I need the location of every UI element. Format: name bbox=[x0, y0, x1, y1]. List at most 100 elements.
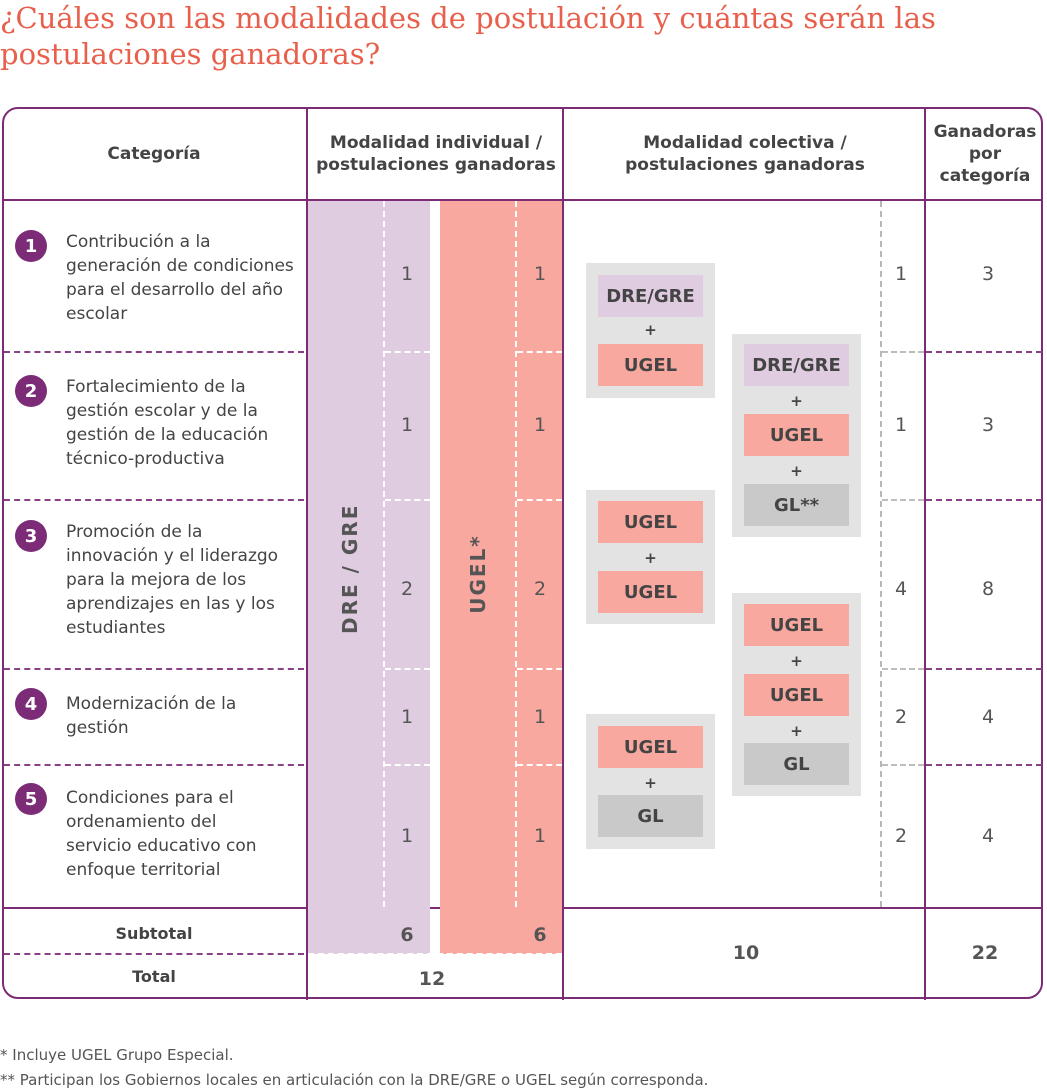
col-divider bbox=[562, 108, 564, 1000]
category-number: 3 bbox=[15, 520, 47, 552]
category-number: 1 bbox=[15, 230, 47, 262]
header-category: Categoría bbox=[107, 144, 201, 164]
category-label: Condiciones para el ordenamiento del ser… bbox=[66, 788, 257, 880]
ugel-column-label: UGEL* bbox=[466, 534, 490, 614]
subtotal-total-divider bbox=[308, 953, 562, 955]
dre-count: 1 bbox=[400, 263, 414, 285]
ugel-subtotal: 6 bbox=[533, 924, 547, 946]
ugel-count: 1 bbox=[533, 414, 547, 436]
footnote: * Incluye UGEL Grupo Especial. bbox=[0, 1046, 234, 1064]
collective-count: 1 bbox=[894, 414, 908, 436]
row-divider bbox=[882, 351, 924, 353]
winners-count: 8 bbox=[981, 578, 995, 600]
row-divider bbox=[926, 351, 1042, 353]
category-label: Contribución a la generación de condicio… bbox=[66, 232, 294, 324]
page-title: ¿Cuáles son las modalidades de postulaci… bbox=[0, 1, 936, 71]
dre-column bbox=[308, 201, 430, 954]
ugel-count: 1 bbox=[533, 706, 547, 728]
row-divider bbox=[517, 764, 562, 766]
header-collective: Modalidad colectiva / postulaciones gana… bbox=[625, 133, 865, 175]
combo-tag-gl: GL bbox=[744, 743, 849, 785]
category-label: Fortalecimiento de la gestión escolar y … bbox=[66, 377, 269, 469]
combo-dre-ugel: DRE/GRE + UGEL bbox=[586, 263, 715, 398]
category-label: Modernización de la gestión bbox=[66, 694, 237, 738]
individual-total: 12 bbox=[418, 968, 446, 990]
combo-dre-ugel-gl: DRE/GRE + UGEL + GL** bbox=[732, 334, 861, 537]
row-divider bbox=[882, 499, 924, 501]
row-divider bbox=[926, 764, 1042, 766]
combo-plus: + bbox=[790, 652, 803, 670]
dre-inner-divider bbox=[383, 201, 385, 907]
combo-ugel-ugel-gl: UGEL + UGEL + GL bbox=[732, 593, 861, 796]
combo-ugel-ugel: UGEL + UGEL bbox=[586, 490, 715, 624]
dre-count: 1 bbox=[400, 825, 414, 847]
footnote: ** Participan los Gobiernos locales en a… bbox=[0, 1071, 709, 1089]
row-divider bbox=[4, 499, 304, 501]
row-divider bbox=[882, 668, 924, 670]
row-divider bbox=[926, 499, 1042, 501]
winners-count: 4 bbox=[981, 706, 995, 728]
category-number: 2 bbox=[15, 375, 47, 407]
ugel-count: 1 bbox=[533, 825, 547, 847]
combo-plus: + bbox=[790, 722, 803, 740]
collective-count: 2 bbox=[894, 825, 908, 847]
winners-total: 22 bbox=[971, 942, 999, 964]
table-frame bbox=[2, 107, 1043, 999]
row-divider bbox=[385, 668, 430, 670]
col-divider bbox=[306, 108, 308, 1000]
row-divider bbox=[385, 764, 430, 766]
row-divider bbox=[926, 668, 1042, 670]
combo-tag-ugel: UGEL bbox=[598, 571, 703, 613]
dre-subtotal: 6 bbox=[400, 924, 414, 946]
combo-plus: + bbox=[790, 392, 803, 410]
combo-tag-ugel: UGEL bbox=[744, 674, 849, 716]
header-winners: Ganadoras por categoría bbox=[933, 122, 1037, 186]
row-divider bbox=[4, 764, 304, 766]
combo-plus: + bbox=[644, 549, 657, 567]
combo-ugel-gl: UGEL + GL bbox=[586, 714, 715, 849]
row-divider bbox=[385, 499, 430, 501]
combo-plus: + bbox=[644, 774, 657, 792]
row-divider bbox=[4, 668, 304, 670]
collective-count-divider bbox=[880, 201, 882, 907]
subtotal-label: Subtotal bbox=[115, 924, 193, 943]
winners-count: 4 bbox=[981, 825, 995, 847]
combo-tag-ugel: UGEL bbox=[598, 501, 703, 543]
row-divider bbox=[385, 351, 430, 353]
row-divider bbox=[517, 351, 562, 353]
row-divider bbox=[517, 668, 562, 670]
collective-count: 2 bbox=[894, 706, 908, 728]
combo-tag-ugel: UGEL bbox=[744, 414, 849, 456]
row-divider bbox=[882, 764, 924, 766]
dre-count: 1 bbox=[400, 706, 414, 728]
category-number: 5 bbox=[15, 783, 47, 815]
combo-tag-dre: DRE/GRE bbox=[744, 344, 849, 386]
winners-count: 3 bbox=[981, 263, 995, 285]
ugel-count: 1 bbox=[533, 263, 547, 285]
combo-tag-dre: DRE/GRE bbox=[598, 275, 703, 317]
header-divider bbox=[3, 199, 1042, 201]
row-divider bbox=[4, 953, 304, 955]
col-divider bbox=[924, 108, 926, 1000]
combo-tag-gl: GL bbox=[598, 795, 703, 837]
dre-count: 1 bbox=[400, 414, 414, 436]
ugel-count: 2 bbox=[533, 578, 547, 600]
combo-tag-ugel: UGEL bbox=[744, 604, 849, 646]
dre-column-label: DRE / GRE bbox=[338, 503, 362, 634]
category-label: Promoción de la innovación y el liderazg… bbox=[66, 522, 279, 638]
collective-count: 1 bbox=[894, 263, 908, 285]
winners-count: 3 bbox=[981, 414, 995, 436]
combo-tag-ugel: UGEL bbox=[598, 726, 703, 768]
collective-count: 4 bbox=[894, 578, 908, 600]
row-divider bbox=[517, 499, 562, 501]
collective-total: 10 bbox=[732, 942, 760, 964]
header-individual: Modalidad individual / postulaciones gan… bbox=[316, 133, 556, 175]
combo-tag-gl: GL** bbox=[744, 484, 849, 526]
ugel-inner-divider bbox=[515, 201, 517, 907]
dre-count: 2 bbox=[400, 578, 414, 600]
ugel-column bbox=[440, 201, 562, 954]
row-divider bbox=[4, 351, 304, 353]
total-label: Total bbox=[132, 967, 176, 986]
combo-tag-ugel: UGEL bbox=[598, 344, 703, 386]
combo-plus: + bbox=[790, 462, 803, 480]
